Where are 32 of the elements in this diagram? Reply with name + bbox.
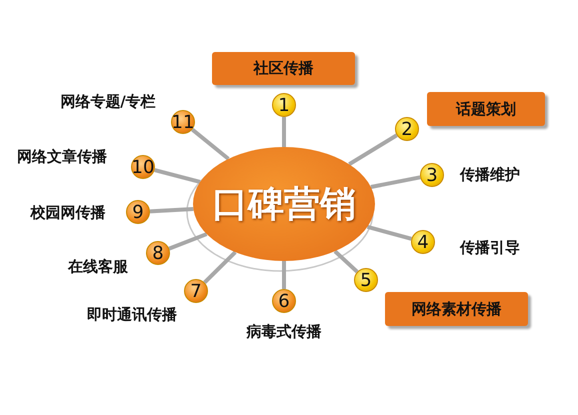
number-circle: 11	[171, 110, 195, 134]
number-circle: 5	[354, 268, 378, 292]
topic-box: 社区传播	[212, 52, 355, 85]
node-label: 传播维护	[460, 166, 520, 184]
number-circle: 8	[146, 241, 170, 265]
connector-line	[150, 206, 194, 214]
node-label: 校园网传播	[30, 204, 106, 222]
connector-line	[191, 128, 230, 160]
number-circle: 2	[395, 117, 419, 141]
connector-line	[370, 175, 421, 189]
node-label: 传播引导	[460, 238, 520, 258]
center-ellipse: 口碑营销	[193, 147, 375, 261]
topic-box: 话题策划	[427, 92, 545, 126]
connector-line	[282, 117, 286, 147]
number-circle: 7	[184, 279, 208, 303]
number-circle: 4	[411, 230, 435, 254]
node-label: 病毒式传播	[246, 322, 322, 342]
node-label: 在线客服	[68, 258, 128, 276]
number-circle: 6	[272, 289, 296, 313]
connector-line	[348, 134, 398, 166]
connector-line	[168, 232, 208, 251]
node-label: 网络专题/专栏	[60, 92, 156, 112]
number-circle: 3	[420, 163, 444, 187]
connector-line	[366, 224, 412, 241]
node-label: 即时通讯传播	[87, 306, 177, 324]
connector-line	[203, 250, 237, 284]
connector-line	[154, 168, 201, 184]
number-circle: 10	[131, 155, 155, 179]
node-label: 网络文章传播	[17, 148, 107, 166]
topic-box: 网络素材传播	[385, 292, 528, 326]
number-circle: 9	[126, 200, 150, 224]
number-circle: 1	[272, 93, 296, 117]
